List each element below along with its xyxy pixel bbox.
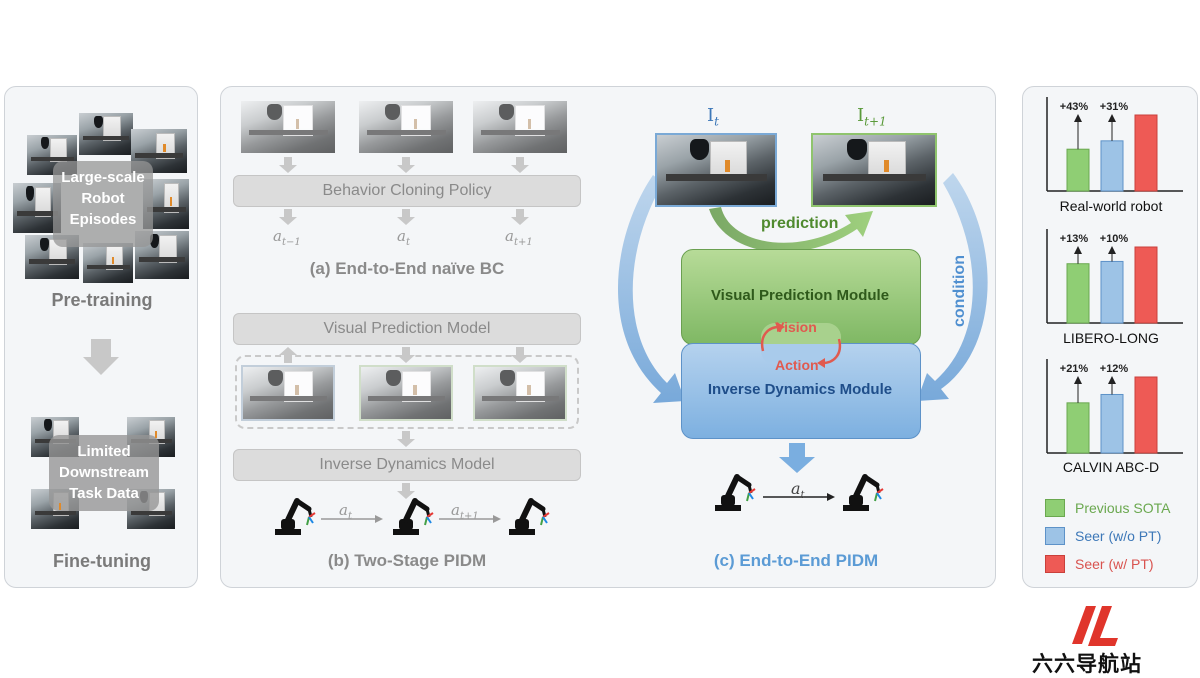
benchmark-charts: +43% +31% +13% +10% +21% +12% xyxy=(1046,97,1183,454)
a-arrows xyxy=(279,157,529,225)
legend-label-seer-wo-pt: Seer (w/o PT) xyxy=(1075,528,1162,544)
a-action-t-minus-1: at−1 xyxy=(273,227,301,248)
legend-swatch-seer-w-pt xyxy=(1045,555,1065,573)
b-frame-1 xyxy=(241,365,335,421)
chart-0-gain-arrowhead-1 xyxy=(1108,114,1116,122)
c-action-t: at xyxy=(791,479,805,502)
chart-2-bar-2 xyxy=(1134,376,1158,454)
chart-2-annotation-1: +12% xyxy=(1100,363,1129,375)
left-panel: Large-scale Robot Episodes Pre-training … xyxy=(4,86,198,588)
a-action-t-plus-1: at+1 xyxy=(505,227,533,248)
b-arrows xyxy=(279,347,529,499)
bench-title-2: CALVIN ABC-D xyxy=(1062,459,1160,475)
vision-action-bridge xyxy=(761,323,841,365)
bench-title-0: Real-world robot xyxy=(1059,198,1163,214)
inverse-dynamics-model: Inverse Dynamics Model xyxy=(233,449,581,481)
legend-label-seer-w-pt: Seer (w/ PT) xyxy=(1075,556,1154,572)
chart-0-annotation-0: +43% xyxy=(1060,101,1089,113)
label-it: It xyxy=(707,105,719,129)
chart-1-gain-arrowhead-0 xyxy=(1074,246,1082,254)
pretrain-box-label: Large-scale Robot Episodes xyxy=(61,169,145,228)
finetune-collage: Limited Downstream Task Data xyxy=(31,417,175,529)
b-frame-2 xyxy=(359,365,453,421)
chart-0-bar-2 xyxy=(1134,114,1158,192)
condition-label: condition xyxy=(951,255,968,327)
b-action-t-plus-1: at+1 xyxy=(451,501,479,522)
chart-0-annotation-1: +31% xyxy=(1100,101,1129,113)
vision-label: Vision xyxy=(775,319,817,335)
caption-b: (b) Two-Stage PIDM xyxy=(327,551,487,570)
b-frame-3 xyxy=(473,365,567,421)
visual-prediction-module-label: Visual Prediction Module xyxy=(710,287,890,304)
c-flow-arrows xyxy=(617,173,988,473)
watermark-text: 六六导航站 xyxy=(1032,652,1142,676)
finetune-label: Fine-tuning xyxy=(53,551,151,571)
chart-0-bar-0 xyxy=(1066,148,1090,192)
behavior-cloning-policy: Behavior Cloning Policy xyxy=(233,175,581,207)
chart-2-gain-arrowhead-0 xyxy=(1074,376,1082,384)
caption-c: (c) End-to-End PIDM xyxy=(713,551,879,570)
label-it1: It+1 xyxy=(857,105,887,129)
middle-panel: Behavior Cloning Policy at−1 at at+1 (a)… xyxy=(220,86,996,588)
chart-2-bar-0 xyxy=(1066,402,1090,454)
right-panel: +43% +31% +13% +10% +21% +12% Real-world robo… xyxy=(1022,86,1198,588)
chart-1-annotation-0: +13% xyxy=(1060,233,1089,245)
c-frame-it xyxy=(655,133,777,207)
bench-title-1: LIBERO-LONG xyxy=(1063,330,1159,346)
chart-2-annotation-0: +21% xyxy=(1060,363,1089,375)
pretrain-to-finetune-arrow xyxy=(83,339,119,375)
pretrain-label: Pre-training xyxy=(51,290,153,310)
legend-label-previous-sota: Previous SOTA xyxy=(1075,500,1171,516)
chart-1-annotation-1: +10% xyxy=(1100,233,1129,245)
prediction-label: prediction xyxy=(761,215,839,232)
b-action-t: at xyxy=(339,501,352,522)
chart-0-gain-arrowhead-0 xyxy=(1074,114,1082,122)
chart-2-bar-1 xyxy=(1100,393,1124,454)
chart-2-gain-arrowhead-1 xyxy=(1108,376,1116,384)
caption-a: (a) End-to-End naïve BC xyxy=(309,259,505,278)
a-frame-3 xyxy=(473,101,567,153)
pretrain-collage: Large-scale Robot Episodes xyxy=(13,113,189,283)
chart-0-bar-1 xyxy=(1100,140,1124,192)
a-frame-1 xyxy=(241,101,335,153)
visual-prediction-model: Visual Prediction Model xyxy=(233,313,581,345)
legend-swatch-previous-sota xyxy=(1045,499,1065,517)
chart-1-bar-1 xyxy=(1100,260,1124,324)
c-robot-row xyxy=(711,471,911,521)
inverse-dynamics-module-label: Inverse Dynamics Module xyxy=(707,381,893,398)
chart-1-gain-arrowhead-1 xyxy=(1108,246,1116,254)
a-action-t: at xyxy=(397,227,410,248)
finetune-box-label: Limited Downstream Task Data xyxy=(58,443,150,502)
chart-1-bar-2 xyxy=(1134,246,1158,324)
b-robot-row xyxy=(271,495,571,545)
legend-swatch-seer-wo-pt xyxy=(1045,527,1065,545)
chart-1-bar-0 xyxy=(1066,263,1090,324)
action-label: Action xyxy=(775,357,819,373)
a-frame-2 xyxy=(359,101,453,153)
vision-action-cycle-arrows xyxy=(760,322,842,368)
c-frame-it1 xyxy=(811,133,937,207)
watermark-logo xyxy=(1072,606,1118,646)
